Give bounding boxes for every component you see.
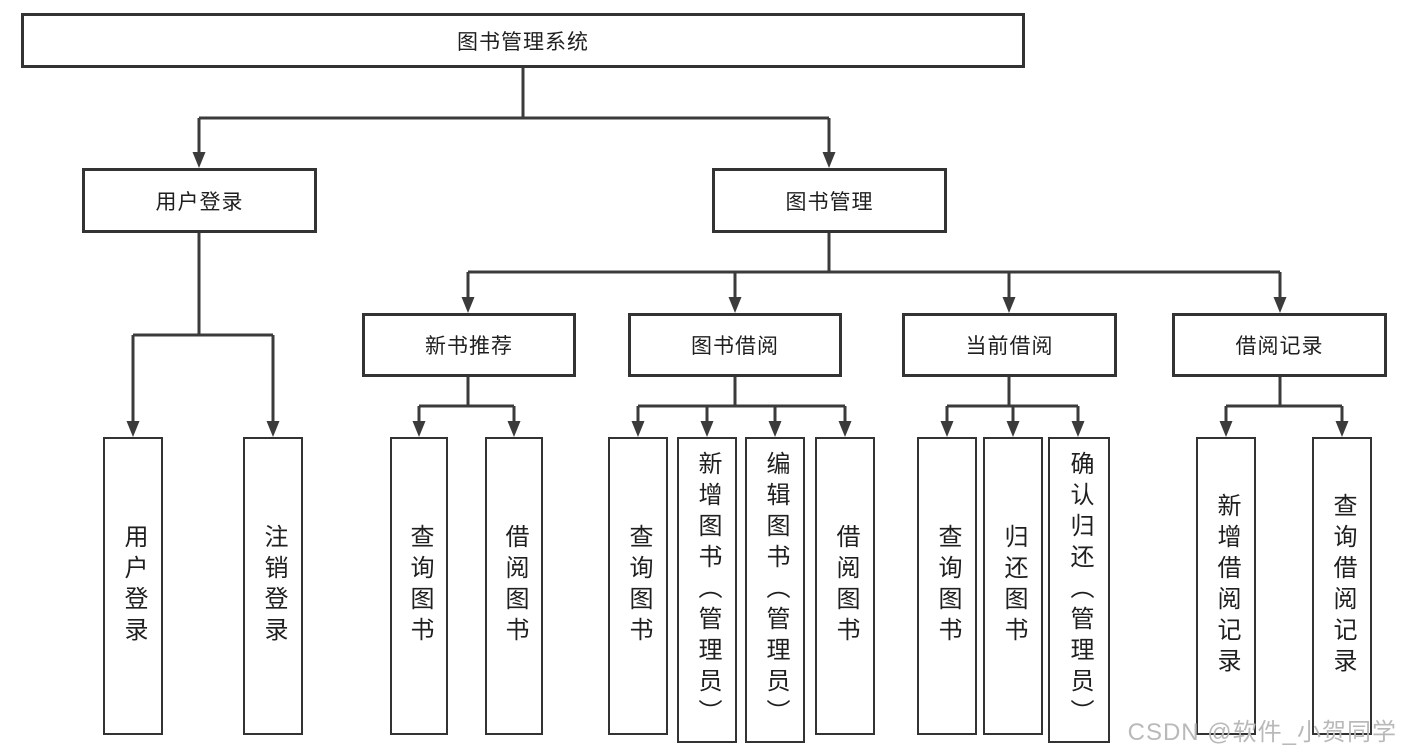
leaf-return-books: 归还图书 bbox=[983, 437, 1043, 735]
leaf-label: 新增图书（管理员） bbox=[694, 450, 721, 730]
leaf-label: 用户登录 bbox=[120, 524, 147, 648]
node-new-book-recommendation: 新书推荐 bbox=[362, 313, 576, 377]
arrowhead bbox=[1273, 297, 1287, 313]
node-current-borrowing: 当前借阅 bbox=[902, 313, 1117, 377]
arrowhead bbox=[1219, 421, 1233, 437]
leaf-query-borrow-record: 查询借阅记录 bbox=[1312, 437, 1372, 735]
leaf-label: 确认归还（管理员） bbox=[1066, 450, 1093, 730]
node-user-login: 用户登录 bbox=[82, 168, 317, 233]
arrowhead bbox=[192, 152, 206, 168]
connector-bookmgmt-to-level3 bbox=[466, 233, 1282, 301]
connector-newbook-to-leaves bbox=[417, 377, 516, 425]
arrowhead bbox=[126, 421, 140, 437]
leaf-label: 借阅图书 bbox=[501, 524, 528, 648]
leaf-label: 查询图书 bbox=[406, 524, 433, 648]
connector-bookborrow-to-leaves bbox=[636, 377, 847, 425]
leaf-label: 归还图书 bbox=[1000, 524, 1027, 648]
leaf-label: 查询图书 bbox=[934, 524, 961, 648]
leaf-confirm-return-admin: 确认归还（管理员） bbox=[1048, 437, 1110, 743]
leaf-borrow-books-recommend: 借阅图书 bbox=[485, 437, 543, 735]
arrowhead bbox=[1335, 421, 1349, 437]
connector-root-to-level2 bbox=[197, 68, 831, 156]
arrowhead bbox=[266, 421, 280, 437]
arrowhead bbox=[728, 297, 742, 313]
node-borrowing-records: 借阅记录 bbox=[1172, 313, 1387, 377]
arrowhead bbox=[631, 421, 645, 437]
arrowhead bbox=[507, 421, 521, 437]
leaf-borrow-books: 借阅图书 bbox=[815, 437, 875, 735]
leaf-query-books-borrow: 查询图书 bbox=[608, 437, 668, 735]
node-book-borrowing: 图书借阅 bbox=[628, 313, 842, 377]
connector-userlogin-to-leaves bbox=[131, 233, 275, 425]
arrowhead bbox=[1006, 421, 1020, 437]
arrowhead bbox=[412, 421, 426, 437]
arrowhead bbox=[1002, 297, 1016, 313]
leaf-label: 注销登录 bbox=[260, 524, 287, 648]
arrowhead bbox=[1071, 421, 1085, 437]
arrowhead bbox=[461, 297, 475, 313]
leaf-add-books-admin: 新增图书（管理员） bbox=[677, 437, 737, 743]
leaf-query-books-recommend: 查询图书 bbox=[390, 437, 448, 735]
leaf-edit-books-admin: 编辑图书（管理员） bbox=[745, 437, 805, 743]
connector-currentborrow-to-leaves bbox=[945, 377, 1080, 425]
leaf-label: 查询图书 bbox=[625, 524, 652, 648]
arrowhead bbox=[700, 421, 714, 437]
node-book-management: 图书管理 bbox=[712, 168, 947, 233]
watermark: CSDN @软件_小贺同学 bbox=[1127, 719, 1397, 746]
arrowhead bbox=[940, 421, 954, 437]
node-library-management-system: 图书管理系统 bbox=[21, 13, 1025, 68]
arrowhead bbox=[768, 421, 782, 437]
leaf-logout: 注销登录 bbox=[243, 437, 303, 735]
leaf-label: 查询借阅记录 bbox=[1329, 493, 1356, 679]
leaf-label: 借阅图书 bbox=[832, 524, 859, 648]
leaf-label: 编辑图书（管理员） bbox=[762, 450, 789, 730]
leaf-label: 新增借阅记录 bbox=[1213, 493, 1240, 679]
connector-records-to-leaves bbox=[1224, 377, 1344, 425]
leaf-query-books-current: 查询图书 bbox=[917, 437, 977, 735]
leaf-add-borrow-record: 新增借阅记录 bbox=[1196, 437, 1256, 735]
arrowhead bbox=[822, 152, 836, 168]
leaf-user-login: 用户登录 bbox=[103, 437, 163, 735]
arrowhead bbox=[838, 421, 852, 437]
